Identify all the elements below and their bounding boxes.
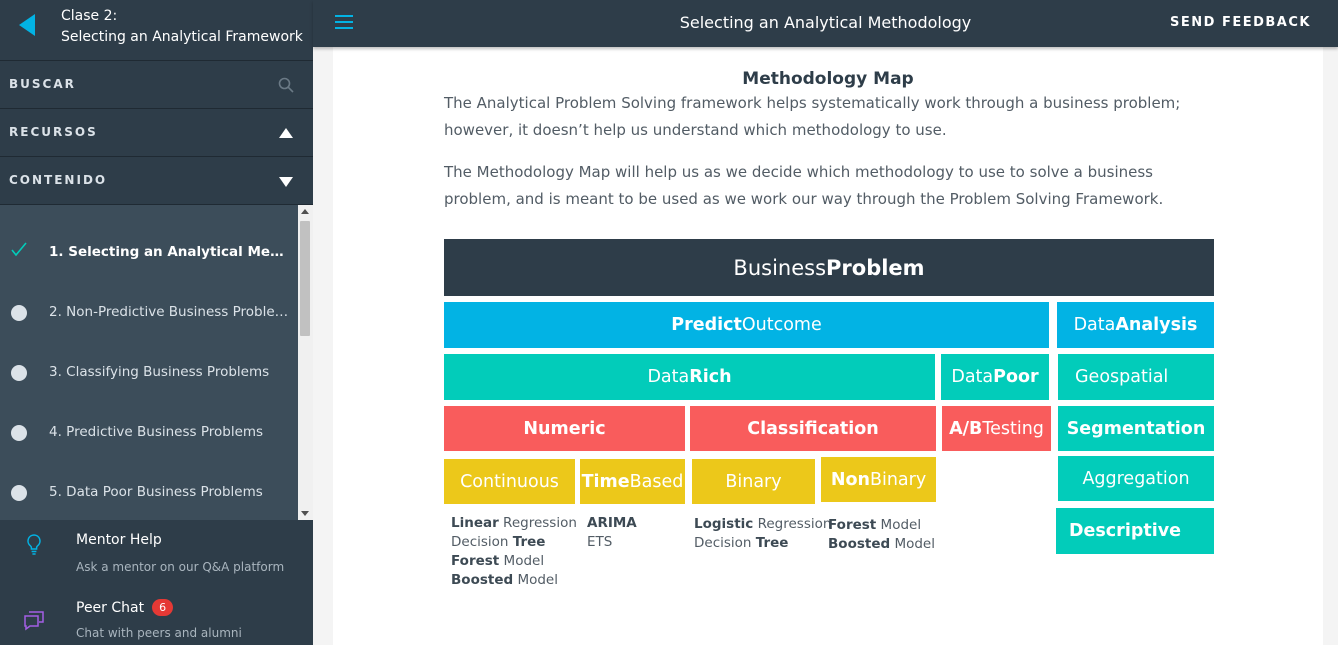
binary-box: Binary [692,459,815,504]
sidebar-search[interactable]: BUSCAR [0,61,313,109]
incomplete-dot-icon [11,305,27,321]
lesson-list: 1. Selecting an Analytical Methodology 2… [0,205,298,520]
lesson-item-4[interactable]: 4. Predictive Business Problems [0,401,298,461]
aggregation-box: Aggregation [1058,456,1214,501]
expand-icon [279,177,293,187]
lesson-item-5[interactable]: 5. Data Poor Business Problems [0,461,298,520]
data-rich-box: Data Rich [444,354,935,400]
lesson-title: Selecting an Analytical Framework [61,29,303,45]
sidebar: Clase 2: Selecting an Analytical Framewo… [0,0,313,645]
search-icon[interactable] [278,77,294,93]
lesson-item-label: 2. Non-Predictive Business Problems [49,304,289,320]
predict-outcome-box: Predict Outcome [444,302,1049,348]
checkmark-icon [11,242,27,257]
scrollbar-thumb[interactable] [300,221,310,336]
paragraph-1: The Analytical Problem Solving framework… [444,94,1181,139]
mentor-help-title: Mentor Help [76,532,162,548]
numeric-box: Numeric [444,406,685,451]
content-label: CONTENIDO [9,173,108,187]
section-title: Methodology Map [742,69,914,89]
incomplete-dot-icon [11,485,27,501]
search-label: BUSCAR [9,77,76,91]
lesson-item-2[interactable]: 2. Non-Predictive Business Problems [0,281,298,341]
data-analysis-box: Data Analysis [1057,302,1214,348]
business-problem-box: Business Problem [444,239,1214,296]
lesson-item-1[interactable]: 1. Selecting an Analytical Methodology [0,221,298,281]
hamburger-menu-icon[interactable] [335,15,353,30]
lesson-item-label: 5. Data Poor Business Problems [49,484,263,500]
back-arrow-icon[interactable] [19,14,35,36]
scroll-down-icon[interactable] [301,511,309,516]
incomplete-dot-icon [11,365,27,381]
lesson-item-label: 4. Predictive Business Problems [49,424,264,440]
continuous-box: Continuous [444,459,575,504]
peer-chat-badge: 6 [152,599,174,616]
descriptive-box: Descriptive [1056,508,1214,554]
send-feedback-button[interactable]: SEND FEEDBACK [1170,15,1311,30]
scroll-up-icon[interactable] [301,209,309,214]
sidebar-resources[interactable]: RECURSOS [0,109,313,157]
lesson-item-3[interactable]: 3. Classifying Business Problems [0,341,298,401]
segmentation-box: Segmentation [1058,406,1214,451]
chat-bubbles-icon [24,611,44,631]
time-based-box: Time Based [580,459,685,504]
mentor-help-subtitle: Ask a mentor on our Q&A platform [76,560,285,574]
lesson-number: Clase 2: [61,8,118,24]
ab-testing-box: A/B Testing [942,406,1051,451]
lesson-item-label: 3. Classifying Business Problems [49,364,270,380]
sidebar-content[interactable]: CONTENIDO [0,157,313,205]
non-binary-box: Non Binary [821,457,936,502]
lightbulb-icon [27,534,41,555]
lesson-list-scrollbar[interactable] [298,205,313,520]
peer-chat-subtitle: Chat with peers and alumni [76,626,242,640]
classification-box: Classification [690,406,936,451]
lesson-item-label: 1. Selecting an Analytical Methodology [49,244,289,260]
paragraph-2: The Methodology Map will help us as we d… [444,163,1164,208]
sidebar-header[interactable]: Clase 2: Selecting an Analytical Framewo… [0,0,313,61]
top-bar: Selecting an Analytical Methodology SEND… [313,0,1338,47]
collapse-icon [279,128,293,138]
page-title: Selecting an Analytical Methodology [679,13,972,32]
resources-label: RECURSOS [9,125,98,139]
mentor-help[interactable]: Mentor Help Ask a mentor on our Q&A plat… [0,521,313,583]
incomplete-dot-icon [11,425,27,441]
geospatial-box: Geospatial [1058,354,1214,400]
data-poor-box: Data Poor [941,354,1049,400]
